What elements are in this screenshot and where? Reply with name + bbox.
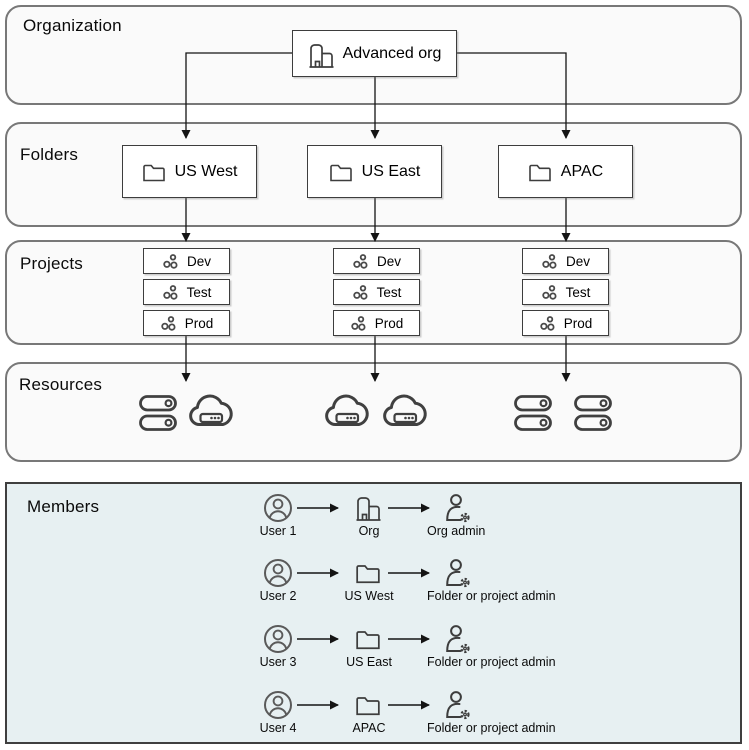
server-stack-icon [139,395,177,431]
folder-icon [528,164,551,181]
project-box-useast-test: Test [333,279,420,305]
project-label: Dev [376,253,401,269]
member-role-label: Folder or project admin [427,655,556,669]
folder-label: US East [361,162,421,180]
member-user-label: User 3 [259,655,297,669]
project-label: Prod [374,315,404,331]
resources-panel [5,362,742,462]
project-box-uswest-prod: Prod [143,310,230,336]
folders-panel-label: Folders [20,145,79,164]
server-stack-icon [514,395,552,431]
project-box-apac-test: Test [522,279,609,305]
building-icon [356,497,381,521]
project-icon [352,284,368,300]
cloud-server-icon [325,394,369,426]
member-user-label: User 4 [259,721,297,735]
project-box-useast-dev: Dev [333,248,420,274]
server-stack-icon [574,395,612,431]
member-target-label: APAC [352,721,386,735]
folder-icon [356,565,380,584]
member-role-label: Org admin [427,524,486,538]
admin-user-icon [446,625,470,654]
admin-user-icon [446,691,470,720]
admin-user-icon [446,494,470,523]
project-icon [163,253,178,269]
member-role-label: Folder or project admin [427,721,556,735]
project-icon [351,315,366,331]
cloud-server-icon [189,394,233,426]
cloud-server-icon [383,394,427,426]
member-target-label: US West [344,589,394,603]
user-icon [264,559,292,587]
organization-panel-label: Organization [23,16,122,35]
org-node: Advanced org [292,30,457,77]
members-panel-label: Members [27,497,100,516]
folder-icon [142,164,165,181]
project-box-useast-prod: Prod [333,310,420,336]
project-icon [162,284,178,300]
project-box-apac-dev: Dev [522,248,609,274]
building-icon [309,43,334,68]
project-icon [540,315,555,331]
project-label: Dev [186,253,211,269]
project-label: Test [565,284,591,300]
project-icon [353,253,368,269]
project-label: Test [186,284,212,300]
folder-icon [356,697,380,716]
folder-box-apac: APAC [498,145,633,198]
user-icon [264,494,292,522]
folder-label: APAC [560,162,604,180]
project-box-apac-prod: Prod [522,310,609,336]
project-box-uswest-test: Test [143,279,230,305]
project-icon [161,315,176,331]
project-label: Dev [565,253,590,269]
member-target-label: Org [358,524,380,538]
folder-box-us-east: US East [307,145,442,198]
admin-user-icon [446,559,470,588]
member-target-label: US East [346,655,392,669]
project-label: Prod [184,315,214,331]
member-user-label: User 2 [259,589,297,603]
user-icon [264,625,292,653]
project-label: Test [376,284,402,300]
project-icon [542,253,557,269]
project-label: Prod [563,315,593,331]
member-role-label: Folder or project admin [427,589,556,603]
folder-icon [329,164,352,181]
project-icon [541,284,557,300]
member-user-label: User 1 [259,524,297,538]
folder-label: US West [174,162,238,180]
org-node-label: Advanced org [342,44,442,62]
resources-panel-label: Resources [19,375,103,394]
user-icon [264,691,292,719]
projects-panel-label: Projects [20,254,84,273]
project-box-uswest-dev: Dev [143,248,230,274]
folder-icon [356,631,380,650]
folder-box-us-west: US West [122,145,257,198]
